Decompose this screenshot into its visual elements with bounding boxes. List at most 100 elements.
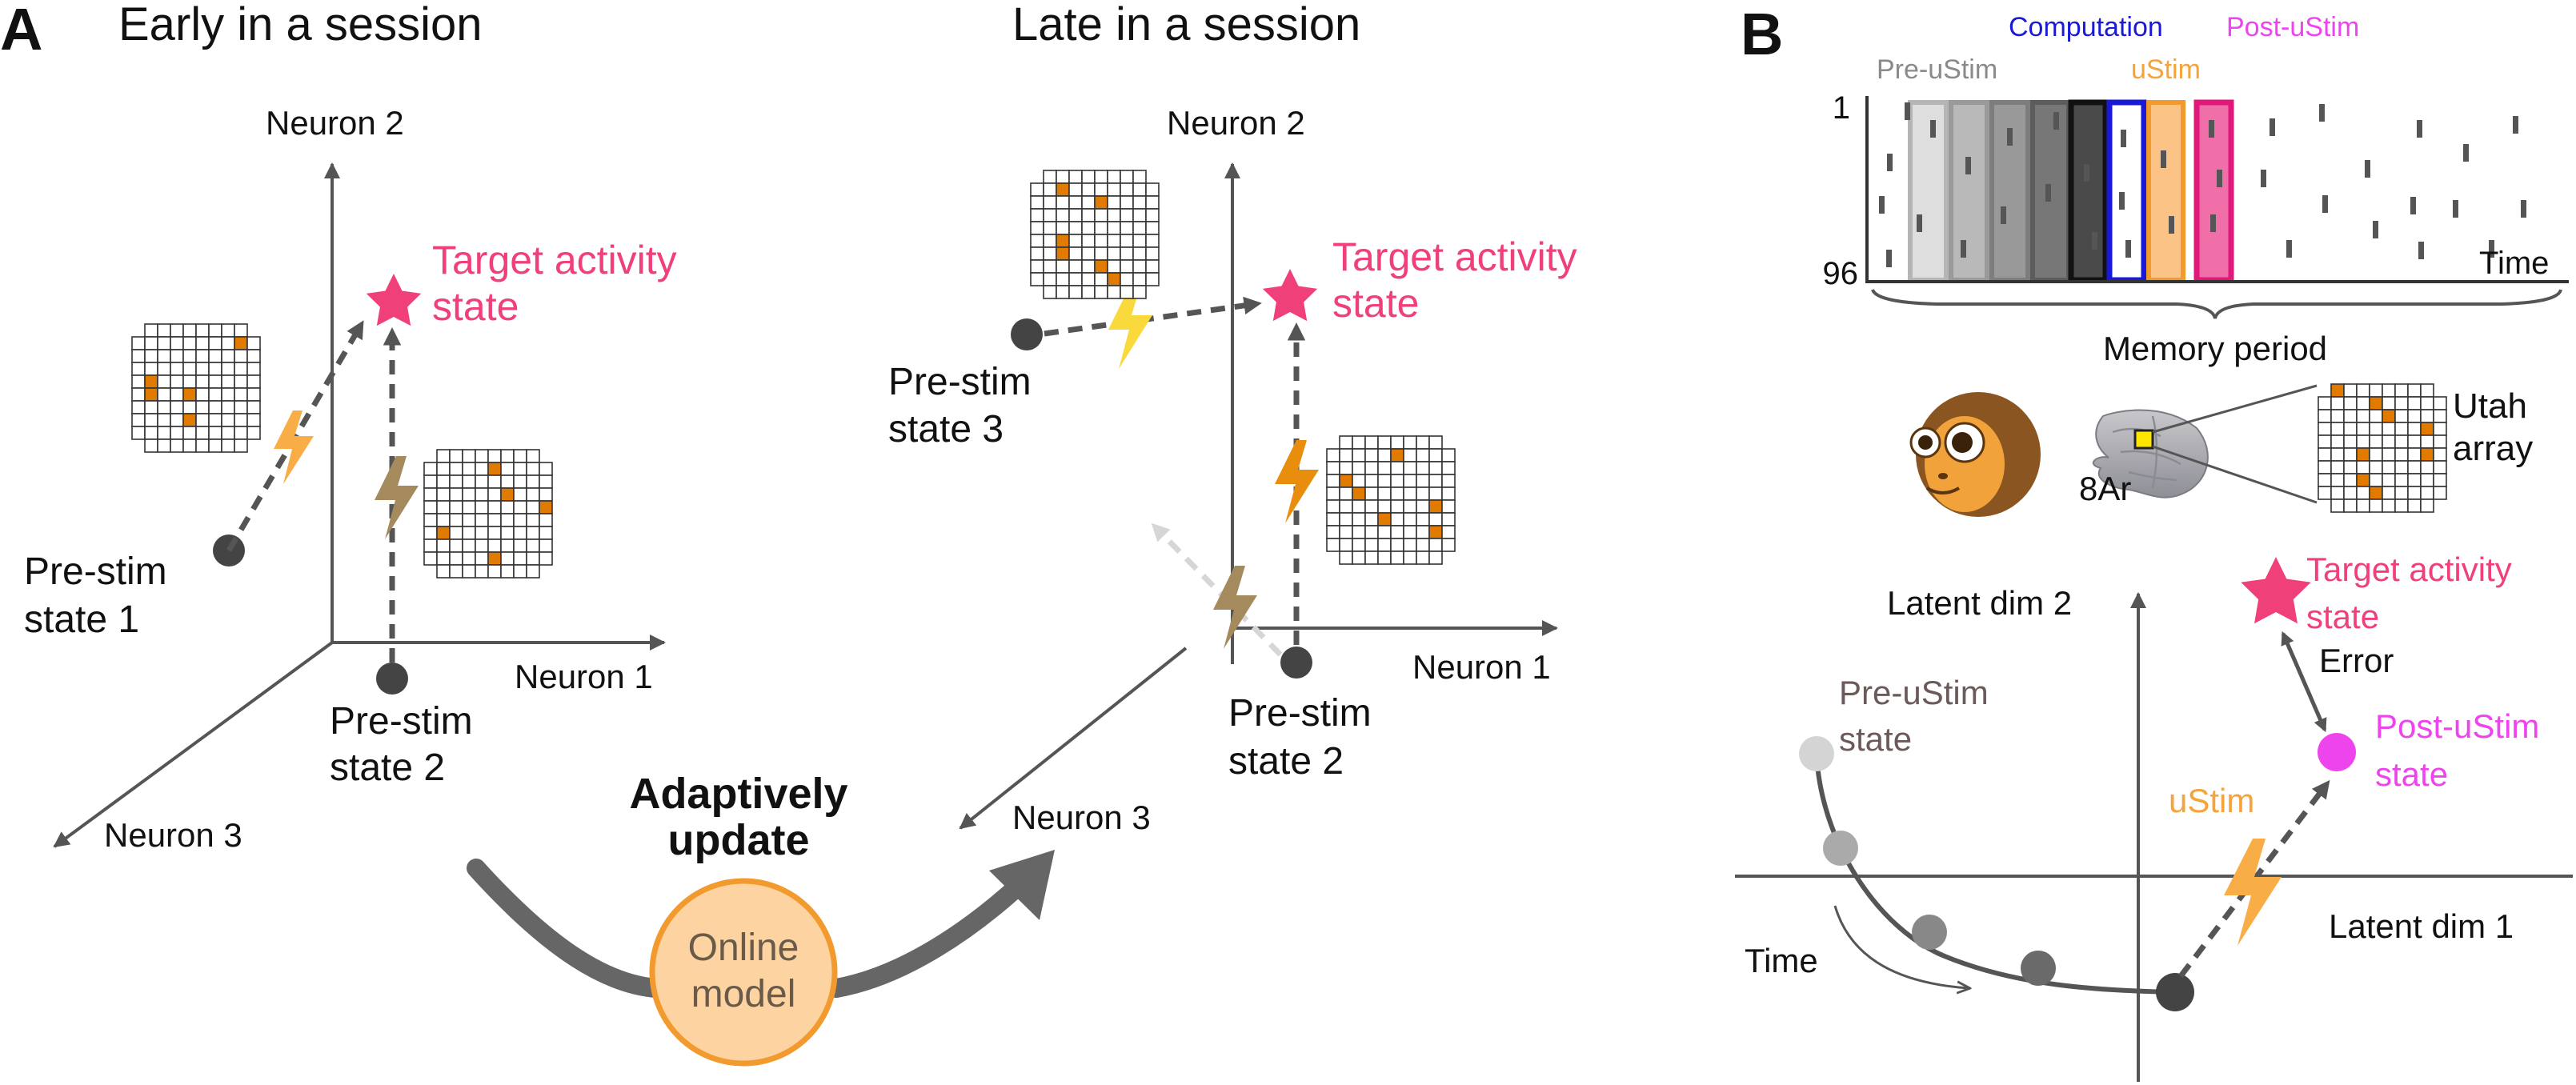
electrode	[436, 513, 451, 527]
electrode	[500, 551, 515, 566]
utah-array-grid	[2318, 383, 2447, 513]
electrode	[1145, 208, 1160, 222]
electrode	[1068, 195, 1083, 210]
panel-a-letter: A	[0, 0, 42, 62]
electrode	[2433, 422, 2447, 436]
electrode	[500, 538, 515, 553]
electrode	[170, 413, 184, 427]
electrode	[526, 513, 540, 527]
electrode	[1081, 246, 1096, 261]
electrode	[1352, 448, 1366, 462]
electrode	[1030, 195, 1044, 210]
electrode	[1030, 272, 1044, 286]
electrode	[487, 474, 502, 489]
electrode	[1326, 512, 1340, 526]
electrode	[1120, 246, 1134, 261]
electrode	[2382, 473, 2396, 487]
electrode	[1056, 285, 1070, 299]
electrode	[475, 487, 489, 502]
electrode	[500, 526, 515, 540]
electrode	[1352, 499, 1366, 514]
memory-period-brace	[1871, 289, 2562, 319]
active-electrode	[500, 487, 515, 502]
electrode	[1403, 435, 1417, 450]
electrode	[1364, 538, 1379, 552]
electrode	[1416, 461, 1430, 475]
electrode	[157, 438, 171, 453]
electrode	[526, 564, 540, 579]
late-neuron3-axis	[959, 647, 1188, 830]
electrode	[2343, 434, 2358, 449]
electrode	[2318, 460, 2332, 474]
early-target-label-line2: state	[432, 284, 519, 329]
active-electrode	[539, 500, 553, 514]
late-state3-dot	[1011, 318, 1043, 350]
error-arrow	[2281, 631, 2327, 733]
early-neuron3-label: Neuron 3	[104, 816, 242, 854]
electrode	[2382, 498, 2396, 513]
electrode	[182, 426, 197, 440]
electrode	[449, 564, 463, 579]
electrode	[539, 487, 553, 502]
electrode	[526, 449, 540, 463]
panel-b: B Pre-uStim Computation uStim Post-uStim	[1735, 1, 2573, 1082]
early-neuron3-axis	[53, 641, 334, 848]
electrode	[2318, 434, 2332, 449]
electrode	[1364, 525, 1379, 539]
traj-point-3	[1912, 915, 1947, 950]
electrode	[1364, 499, 1379, 514]
electrode	[500, 513, 515, 527]
electrode	[195, 362, 210, 376]
electrode	[487, 526, 502, 540]
electrode	[2394, 422, 2409, 436]
electrode	[221, 387, 235, 402]
adaptive-label-line1: Adaptively	[629, 770, 847, 818]
electrode	[1377, 499, 1392, 514]
ustim-trajectory	[2178, 779, 2330, 979]
electrode	[144, 349, 158, 363]
late-target-label-line2: state	[1332, 281, 1419, 326]
electrode	[423, 500, 438, 514]
electrode	[1428, 474, 1443, 488]
electrode	[1107, 246, 1121, 261]
electrode	[2407, 396, 2422, 410]
electrode	[1068, 208, 1083, 222]
electrode	[1390, 538, 1404, 552]
electrode	[1107, 221, 1121, 235]
array-zoom-line-top	[2152, 384, 2318, 434]
latent-ustim-bolt-icon	[2224, 839, 2282, 946]
electrode	[1403, 551, 1417, 565]
electrode	[2330, 396, 2345, 410]
electrode	[2330, 422, 2345, 436]
electrode	[2407, 498, 2422, 513]
raster-row-bottom: 96	[1823, 256, 1859, 291]
electrode	[170, 438, 184, 453]
electrode	[487, 487, 502, 502]
electrode	[1107, 170, 1121, 184]
electrode	[2330, 434, 2345, 449]
electrode	[234, 387, 248, 402]
electrode	[487, 449, 502, 463]
electrode	[1030, 246, 1044, 261]
active-electrode	[1056, 182, 1070, 197]
electrode	[513, 538, 527, 553]
electrode	[526, 538, 540, 553]
electrode	[1120, 182, 1134, 197]
electrode	[234, 349, 248, 363]
electrode	[1056, 259, 1070, 274]
electrode	[1068, 246, 1083, 261]
electrode	[1081, 234, 1096, 248]
late-ustim-bolt-icon-orange	[1275, 440, 1319, 523]
electrode	[475, 500, 489, 514]
electrode	[208, 400, 222, 414]
electrode	[513, 462, 527, 476]
electrode	[234, 438, 248, 453]
online-model-label-line2: model	[691, 973, 796, 1015]
array-zoom-line-bottom	[2152, 445, 2318, 504]
electrode	[195, 336, 210, 350]
electrode	[539, 462, 553, 476]
electrode	[1068, 272, 1083, 286]
electrode	[1339, 512, 1353, 526]
electrode	[1390, 551, 1404, 565]
electrode	[2382, 460, 2396, 474]
